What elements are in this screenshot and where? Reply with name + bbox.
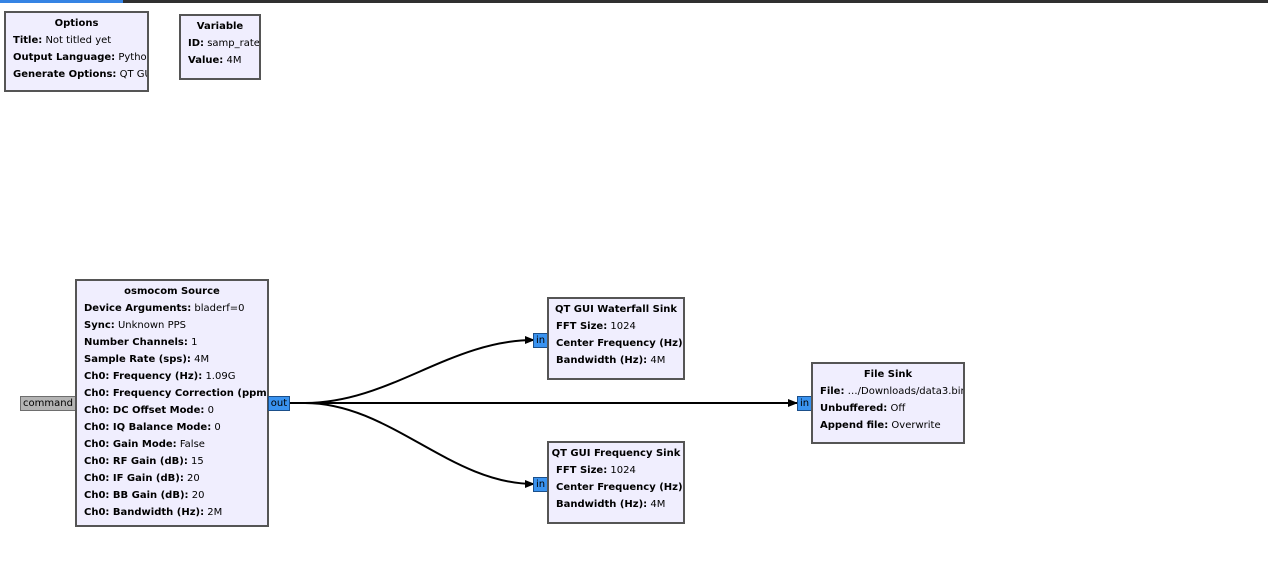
block-param: Sample Rate (sps): 4M [84, 354, 210, 365]
freqsink-in-port[interactable]: in [533, 477, 548, 492]
block-title: Options [54, 18, 99, 29]
active-tab-indicator [0, 0, 123, 3]
osmocom-out-port[interactable]: out [268, 396, 290, 411]
block-param: File: …/Downloads/data3.bin [820, 386, 965, 397]
osmocom-command-port[interactable]: command [20, 396, 76, 411]
block-title: osmocom Source [124, 286, 220, 297]
block-param: Ch0: Bandwidth (Hz): 2M [84, 507, 223, 518]
block-title: File Sink [863, 369, 913, 380]
block-param: FFT Size: 1024 [556, 321, 636, 332]
block-param: Number Channels: 1 [84, 337, 198, 348]
block-param: Bandwidth (Hz): 4M [556, 355, 666, 366]
variable-block[interactable]: Variable ID: samp_rate Value: 4M [179, 14, 261, 80]
block-title: QT GUI Waterfall Sink [554, 304, 678, 315]
filesink-in-port[interactable]: in [797, 396, 812, 411]
file-sink-block[interactable]: File Sink File: …/Downloads/data3.bin Un… [811, 362, 965, 444]
osmocom-source-block[interactable]: osmocom Source Device Arguments: bladerf… [75, 279, 269, 527]
block-title: Variable [196, 21, 244, 32]
block-param: Value: 4M [188, 55, 242, 66]
block-param: Sync: Unknown PPS [84, 320, 186, 331]
block-param: Output Language: Python [13, 52, 147, 63]
connection-osmocom-to-waterfall[interactable] [289, 336, 535, 404]
waterfall-sink-block[interactable]: QT GUI Waterfall Sink FFT Size: 1024 Cen… [547, 297, 685, 380]
waterfall-in-port[interactable]: in [533, 333, 548, 348]
block-title: QT GUI Frequency Sink [551, 448, 681, 459]
block-param: Ch0: IF Gain (dB): 20 [84, 473, 200, 484]
block-param: Append file: Overwrite [820, 420, 941, 431]
block-param: ID: samp_rate [188, 38, 260, 49]
block-param: FFT Size: 1024 [556, 465, 636, 476]
block-param: Device Arguments: bladerf=0 [84, 303, 245, 314]
options-block[interactable]: Options Title: Not titled yet Output Lan… [4, 11, 149, 92]
connection-osmocom-to-freqsink[interactable] [289, 402, 535, 488]
block-param: Bandwidth (Hz): 4M [556, 499, 666, 510]
block-param: Generate Options: QT GUI [13, 69, 147, 80]
block-param: Title: Not titled yet [13, 35, 112, 46]
block-param: Ch0: RF Gain (dB): 15 [84, 456, 204, 467]
window-top-bar [0, 0, 1268, 3]
block-param: Ch0: BB Gain (dB): 20 [84, 490, 205, 501]
frequency-sink-block[interactable]: QT GUI Frequency Sink FFT Size: 1024 Cen… [547, 441, 685, 524]
block-param: Center Frequency (Hz): 0 [556, 338, 685, 349]
block-param: Ch0: DC Offset Mode: 0 [84, 405, 214, 416]
block-param: Ch0: Gain Mode: False [84, 439, 205, 450]
block-param: Unbuffered: Off [820, 403, 906, 414]
block-param: Ch0: Frequency Correction (ppm): 0 [84, 388, 269, 399]
block-param: Ch0: Frequency (Hz): 1.09G [84, 371, 236, 382]
block-param: Center Frequency (Hz): 0 [556, 482, 685, 493]
block-param: Ch0: IQ Balance Mode: 0 [84, 422, 221, 433]
